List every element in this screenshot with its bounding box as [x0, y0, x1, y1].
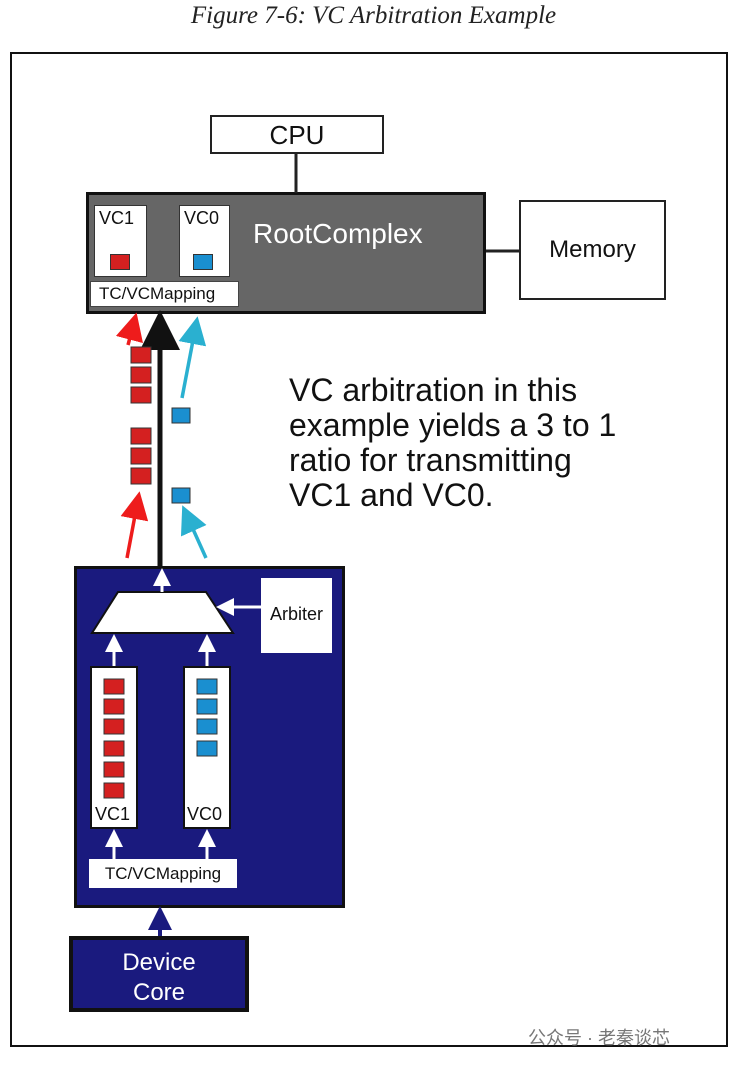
- link-vc1-packet: [130, 447, 152, 465]
- vc0-lower-arrow: [180, 505, 208, 559]
- root-vc1-label: VC1: [99, 208, 135, 228]
- arbiter-box: Arbiter: [261, 578, 332, 653]
- device-vc1-label: VC1: [95, 804, 131, 824]
- memory-box: Memory: [519, 200, 666, 300]
- link-vc1-packet: [130, 366, 152, 384]
- root-vc0-label: VC0: [184, 208, 220, 228]
- device-vc0-packet: [196, 740, 218, 757]
- device-core-line-1: Device: [122, 949, 196, 976]
- note-line-2: example yields a 3 to 1: [289, 407, 617, 443]
- link-vc1-packet: [130, 427, 152, 445]
- device-vc0-packet: [196, 698, 218, 715]
- note-line-1: VC arbitration in this: [289, 372, 578, 408]
- link-vc1-packets-group-1: [130, 346, 152, 404]
- device-vc0-packet: [196, 678, 218, 695]
- watermark: 公众号 · 老秦谈芯: [528, 1028, 670, 1048]
- figure-frame: [10, 52, 728, 1047]
- cpu-box: CPU: [210, 115, 384, 154]
- device-vc0-label: VC0: [187, 804, 223, 824]
- note-line-4: VC1 and VC0.: [289, 477, 494, 513]
- device-vc1-packet: [103, 740, 125, 757]
- device-vc1-packet: [103, 718, 125, 735]
- device-vc0-packets: [196, 678, 218, 757]
- note-line-3: ratio for transmitting: [289, 442, 572, 478]
- figure-caption: Figure 7-6: VC Arbitration Example: [190, 2, 557, 29]
- vc1-upper-arrow: [115, 312, 143, 346]
- arbitration-note: VC arbitration in this example yields a …: [289, 373, 709, 513]
- arbitration-mux: [90, 591, 235, 634]
- device-vc1-packet: [103, 678, 125, 695]
- vc1-lower-arrow: [120, 491, 149, 559]
- device-vc0-packet: [196, 718, 218, 735]
- device-tc-vc-mapping: TC/VCMapping: [89, 859, 237, 888]
- root-tc-vc-mapping: TC/VCMapping: [90, 281, 239, 307]
- link-vc1-packet: [130, 346, 152, 364]
- root-complex-label: RootComplex: [253, 218, 423, 249]
- root-vc1-packet: [110, 254, 130, 270]
- link-vc1-packet: [130, 386, 152, 404]
- device-vc1-packet: [103, 698, 125, 715]
- device-vc1-packets: [103, 678, 125, 799]
- device-core-line-2: Core: [132, 979, 186, 1006]
- link-vc0-packet: [171, 487, 191, 504]
- link-vc0-packet: [171, 407, 191, 424]
- vc0-upper-arrow: [178, 316, 207, 399]
- device-core-box: Device Core: [69, 936, 249, 1012]
- device-vc1-packet: [103, 761, 125, 778]
- root-vc0-packet: [193, 254, 213, 270]
- link-vc1-packets-group-2: [130, 427, 152, 485]
- link-vc1-packet: [130, 467, 152, 485]
- device-vc1-packet: [103, 782, 125, 799]
